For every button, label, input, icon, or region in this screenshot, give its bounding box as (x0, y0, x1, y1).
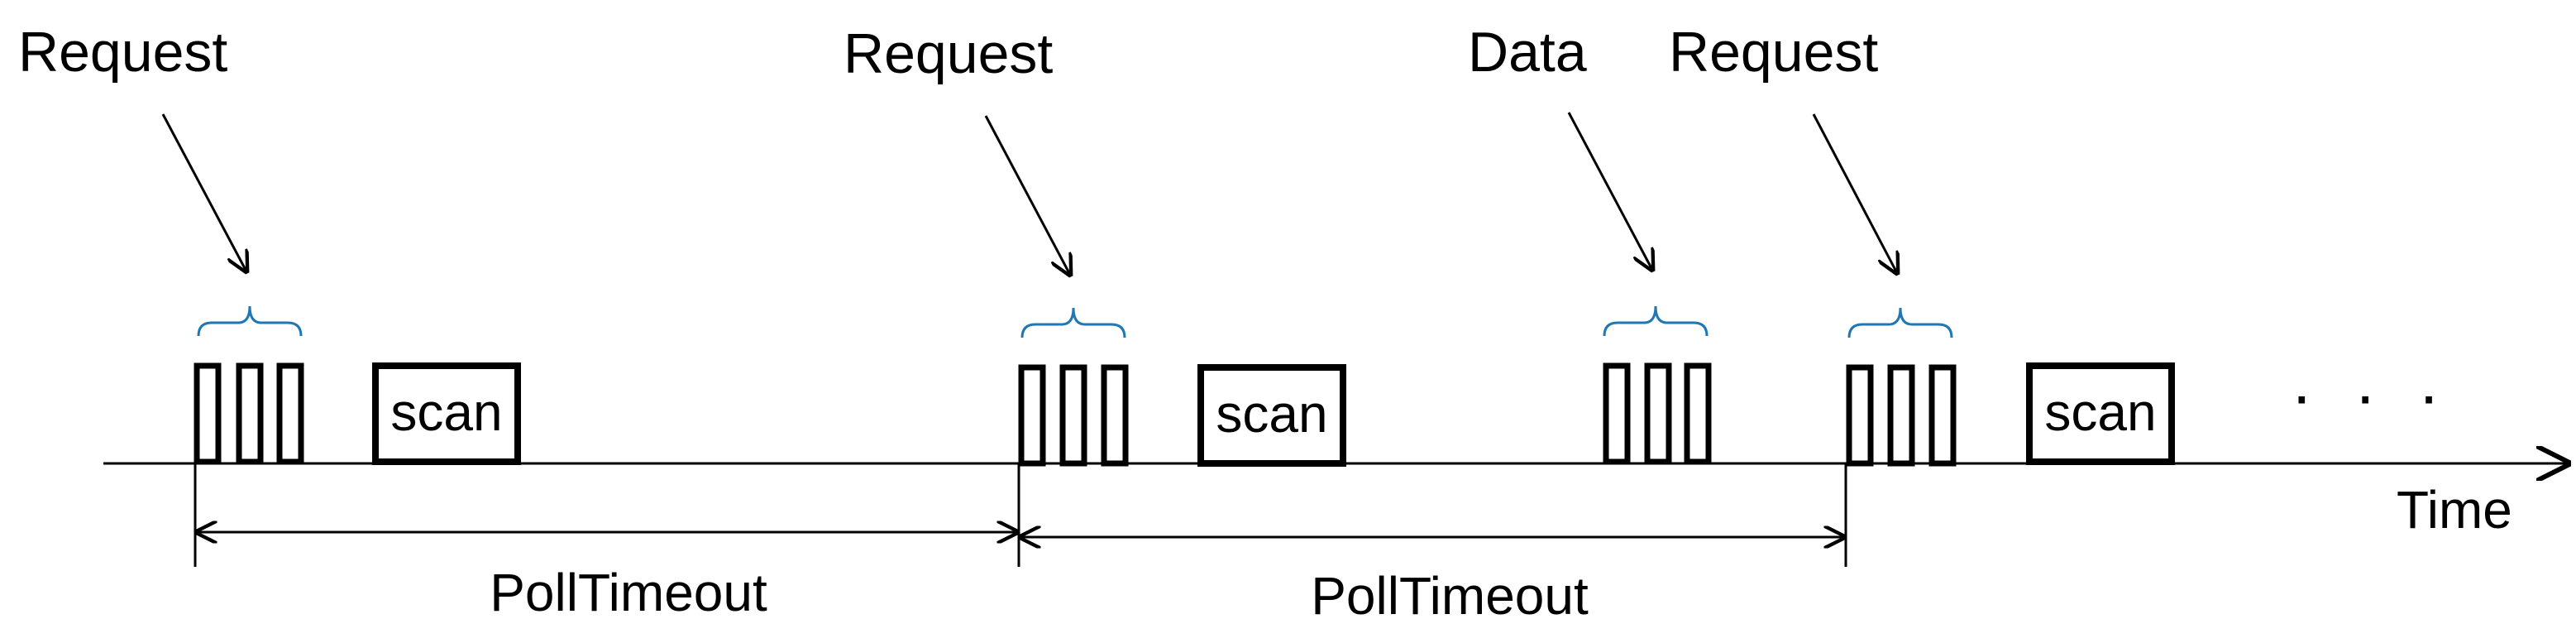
packet-group-brace-4 (1847, 307, 1953, 338)
request-pulse (194, 362, 222, 465)
request-label-3: Request (1669, 21, 1878, 84)
poll-timeout-label-1: PollTimeout (490, 563, 767, 622)
request-pulse (1846, 364, 1874, 467)
request-pulse (1101, 364, 1129, 467)
request-pulse (1059, 364, 1087, 467)
packet-group-brace-2 (1020, 307, 1126, 338)
packet-group-brace-3 (1603, 305, 1709, 337)
request-pointer-arrow-3 (1812, 113, 1897, 273)
request-label-1: Request (18, 21, 227, 84)
time-axis-label: Time (2397, 480, 2512, 540)
request-pulse (236, 362, 264, 465)
poll-timeout-label-2: PollTimeout (1311, 566, 1589, 626)
data-pulse (1603, 362, 1631, 465)
scan-box-3 (2026, 362, 2175, 465)
packet-group-brace-1 (197, 305, 303, 337)
request-pulse (1887, 364, 1915, 467)
request-pointer-arrow-2 (984, 115, 1070, 275)
request-pulse (1928, 364, 1957, 467)
request-pulse (276, 362, 304, 465)
scan-label-1: scan (390, 382, 502, 442)
data-pointer-arrow (1567, 112, 1652, 270)
data-pulse (1644, 362, 1672, 465)
request-pointer-arrow-1 (161, 113, 246, 271)
scan-box-1 (372, 362, 521, 465)
data-label: Data (1468, 21, 1587, 84)
scan-label-2: scan (1216, 384, 1327, 444)
request-pulse (1018, 364, 1046, 467)
scan-label-3: scan (2044, 382, 2156, 442)
data-pulse (1684, 362, 1712, 465)
continuation-ellipsis: · · · (2291, 358, 2451, 432)
request-label-2: Request (844, 22, 1053, 85)
